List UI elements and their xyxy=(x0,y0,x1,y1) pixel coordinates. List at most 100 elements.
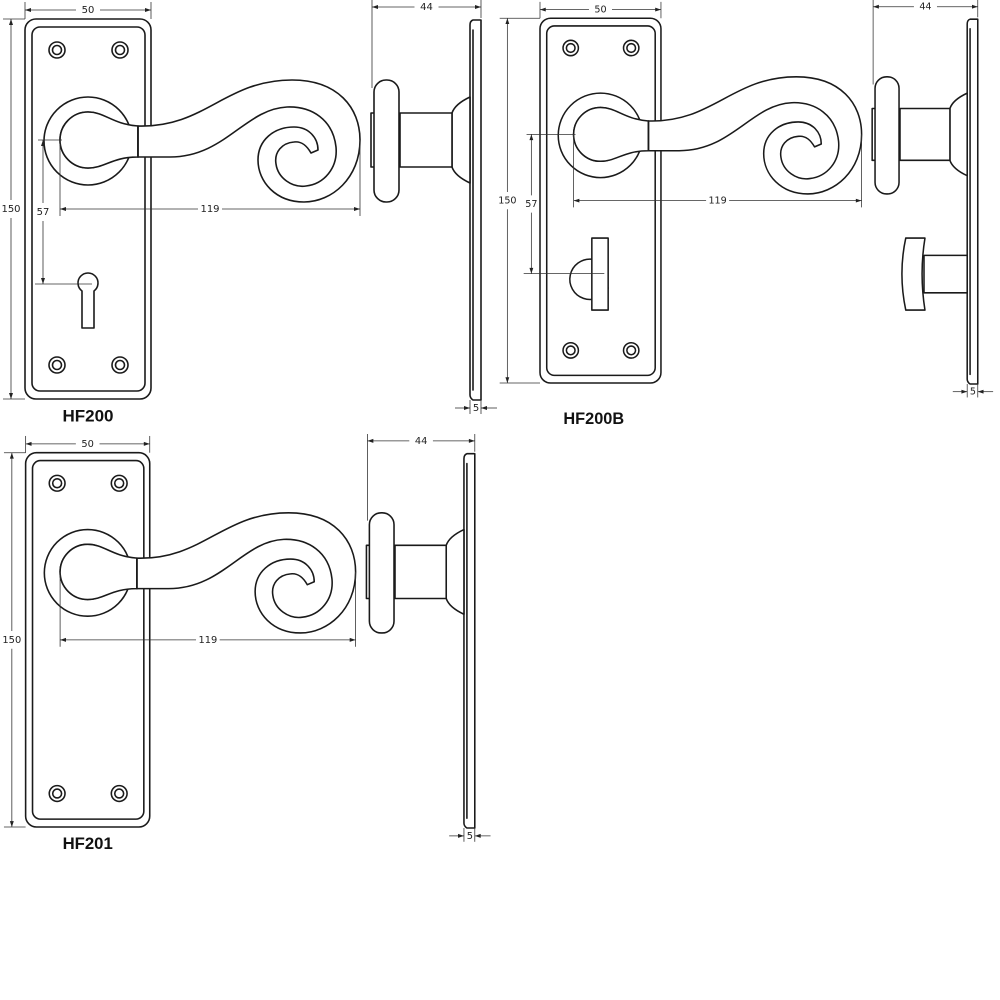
dim-backplate-width-value: 50 xyxy=(81,439,94,450)
dim-backplate-height: 150 xyxy=(1,19,21,399)
dimension-arrowhead xyxy=(468,438,475,443)
dimension-arrowhead xyxy=(367,438,374,443)
dimension-arrowhead xyxy=(474,833,481,838)
dimension-arrowhead xyxy=(481,406,487,410)
dim-centres-value: 57 xyxy=(37,207,50,218)
screw-head-icon xyxy=(622,39,640,57)
screw-hole xyxy=(111,356,129,374)
dim-plate-thickness: 5 xyxy=(449,828,491,842)
screw-hole xyxy=(48,784,66,803)
dim-backplate-height-value: 150 xyxy=(498,196,516,207)
dimension-arrowhead xyxy=(972,4,978,9)
side-view xyxy=(871,18,979,385)
product-code-label: HF200 xyxy=(62,406,113,425)
dimension-arrowhead xyxy=(464,406,470,410)
dimension-arrowhead xyxy=(41,140,45,146)
side-thumbturn-knob xyxy=(901,237,926,311)
dimension-arrowhead xyxy=(145,8,151,12)
dim-backplate-width-value: 50 xyxy=(82,5,95,16)
screw-hole xyxy=(110,784,128,803)
screw-recess xyxy=(565,42,576,54)
screw-recess xyxy=(114,359,126,371)
side-spindle xyxy=(399,112,453,168)
dim-backplate-width: 50 xyxy=(540,5,661,16)
dim-plate-thickness-value: 5 xyxy=(970,387,976,398)
dim-projection-value: 44 xyxy=(415,436,428,447)
side-spindle xyxy=(394,544,448,600)
screw-recess xyxy=(51,788,63,799)
dimension-arrowhead xyxy=(540,7,546,12)
dimension-arrowhead xyxy=(961,389,968,394)
dim-plate-thickness: 5 xyxy=(952,384,994,398)
dim-centres: 57 xyxy=(525,134,537,274)
dim-projection-value: 44 xyxy=(919,2,931,13)
dimension-arrowhead xyxy=(354,207,360,211)
dim-lever-length: 119 xyxy=(60,635,356,646)
dimensions: 50 150 119 57 44 5 xyxy=(498,0,994,398)
side-rose xyxy=(451,96,471,184)
screw-hole xyxy=(110,474,128,492)
dim-plate-thickness-value: 5 xyxy=(473,403,479,414)
side-backplate xyxy=(966,18,979,385)
dim-backplate-height: 150 xyxy=(2,452,21,828)
side-spindle xyxy=(899,107,951,162)
dim-plate-thickness: 5 xyxy=(455,400,497,414)
screw-recess xyxy=(114,44,126,56)
dimension-arrowhead xyxy=(9,452,14,459)
product-code-label: HF200B xyxy=(563,410,624,428)
dim-lever-length-value: 119 xyxy=(708,196,726,207)
dim-backplate-width: 50 xyxy=(25,5,151,16)
dimension-arrowhead xyxy=(458,833,464,838)
dimension-arrowhead xyxy=(655,7,661,12)
dimension-arrowhead xyxy=(372,5,378,9)
dim-plate-thickness-value: 5 xyxy=(467,831,473,842)
screw-hole xyxy=(622,341,640,359)
screw-head-icon xyxy=(48,356,66,374)
dim-centres: 57 xyxy=(37,140,50,284)
dimension-arrowhead xyxy=(349,637,356,642)
dim-backplate-width-value: 50 xyxy=(594,5,606,16)
screw-head-icon xyxy=(48,474,66,492)
dimension-arrowhead xyxy=(977,389,984,394)
side-lever-end xyxy=(373,79,400,203)
screw-hole xyxy=(48,41,66,59)
side-backplate xyxy=(463,452,476,829)
side-backplate xyxy=(469,19,482,401)
side-view xyxy=(365,452,476,829)
screw-recess xyxy=(113,478,125,489)
dimensions: 50 150 119 44 5 xyxy=(2,434,491,842)
side-rose xyxy=(445,528,465,616)
dim-projection: 44 xyxy=(372,2,481,13)
screw-head-icon xyxy=(48,41,66,59)
dimension-arrowhead xyxy=(41,278,45,284)
screw-hole xyxy=(562,341,580,359)
dimension-arrowhead xyxy=(25,441,32,446)
screw-recess xyxy=(565,345,576,356)
side-thumbturn-stem xyxy=(923,254,968,294)
screw-recess xyxy=(51,478,63,489)
side-lever-end xyxy=(368,512,395,634)
dim-centres-value: 57 xyxy=(525,199,537,210)
screw-hole xyxy=(111,41,129,59)
screw-recess xyxy=(113,788,125,799)
screw-head-icon xyxy=(48,784,66,803)
dimension-arrowhead xyxy=(475,5,481,9)
lever-handle xyxy=(647,76,863,195)
screw-head-icon xyxy=(110,784,128,803)
dimension-arrowhead xyxy=(9,393,13,399)
dim-backplate-width: 50 xyxy=(25,439,150,450)
dimension-arrowhead xyxy=(573,198,580,203)
screw-head-icon xyxy=(110,474,128,492)
dimension-arrowhead xyxy=(60,637,67,642)
dimension-arrowhead xyxy=(529,267,534,274)
screw-head-icon xyxy=(111,41,129,59)
dim-lever-length-value: 119 xyxy=(198,635,217,646)
side-view xyxy=(370,19,482,401)
side-rose xyxy=(949,92,968,177)
dim-lever-length: 119 xyxy=(573,196,862,207)
